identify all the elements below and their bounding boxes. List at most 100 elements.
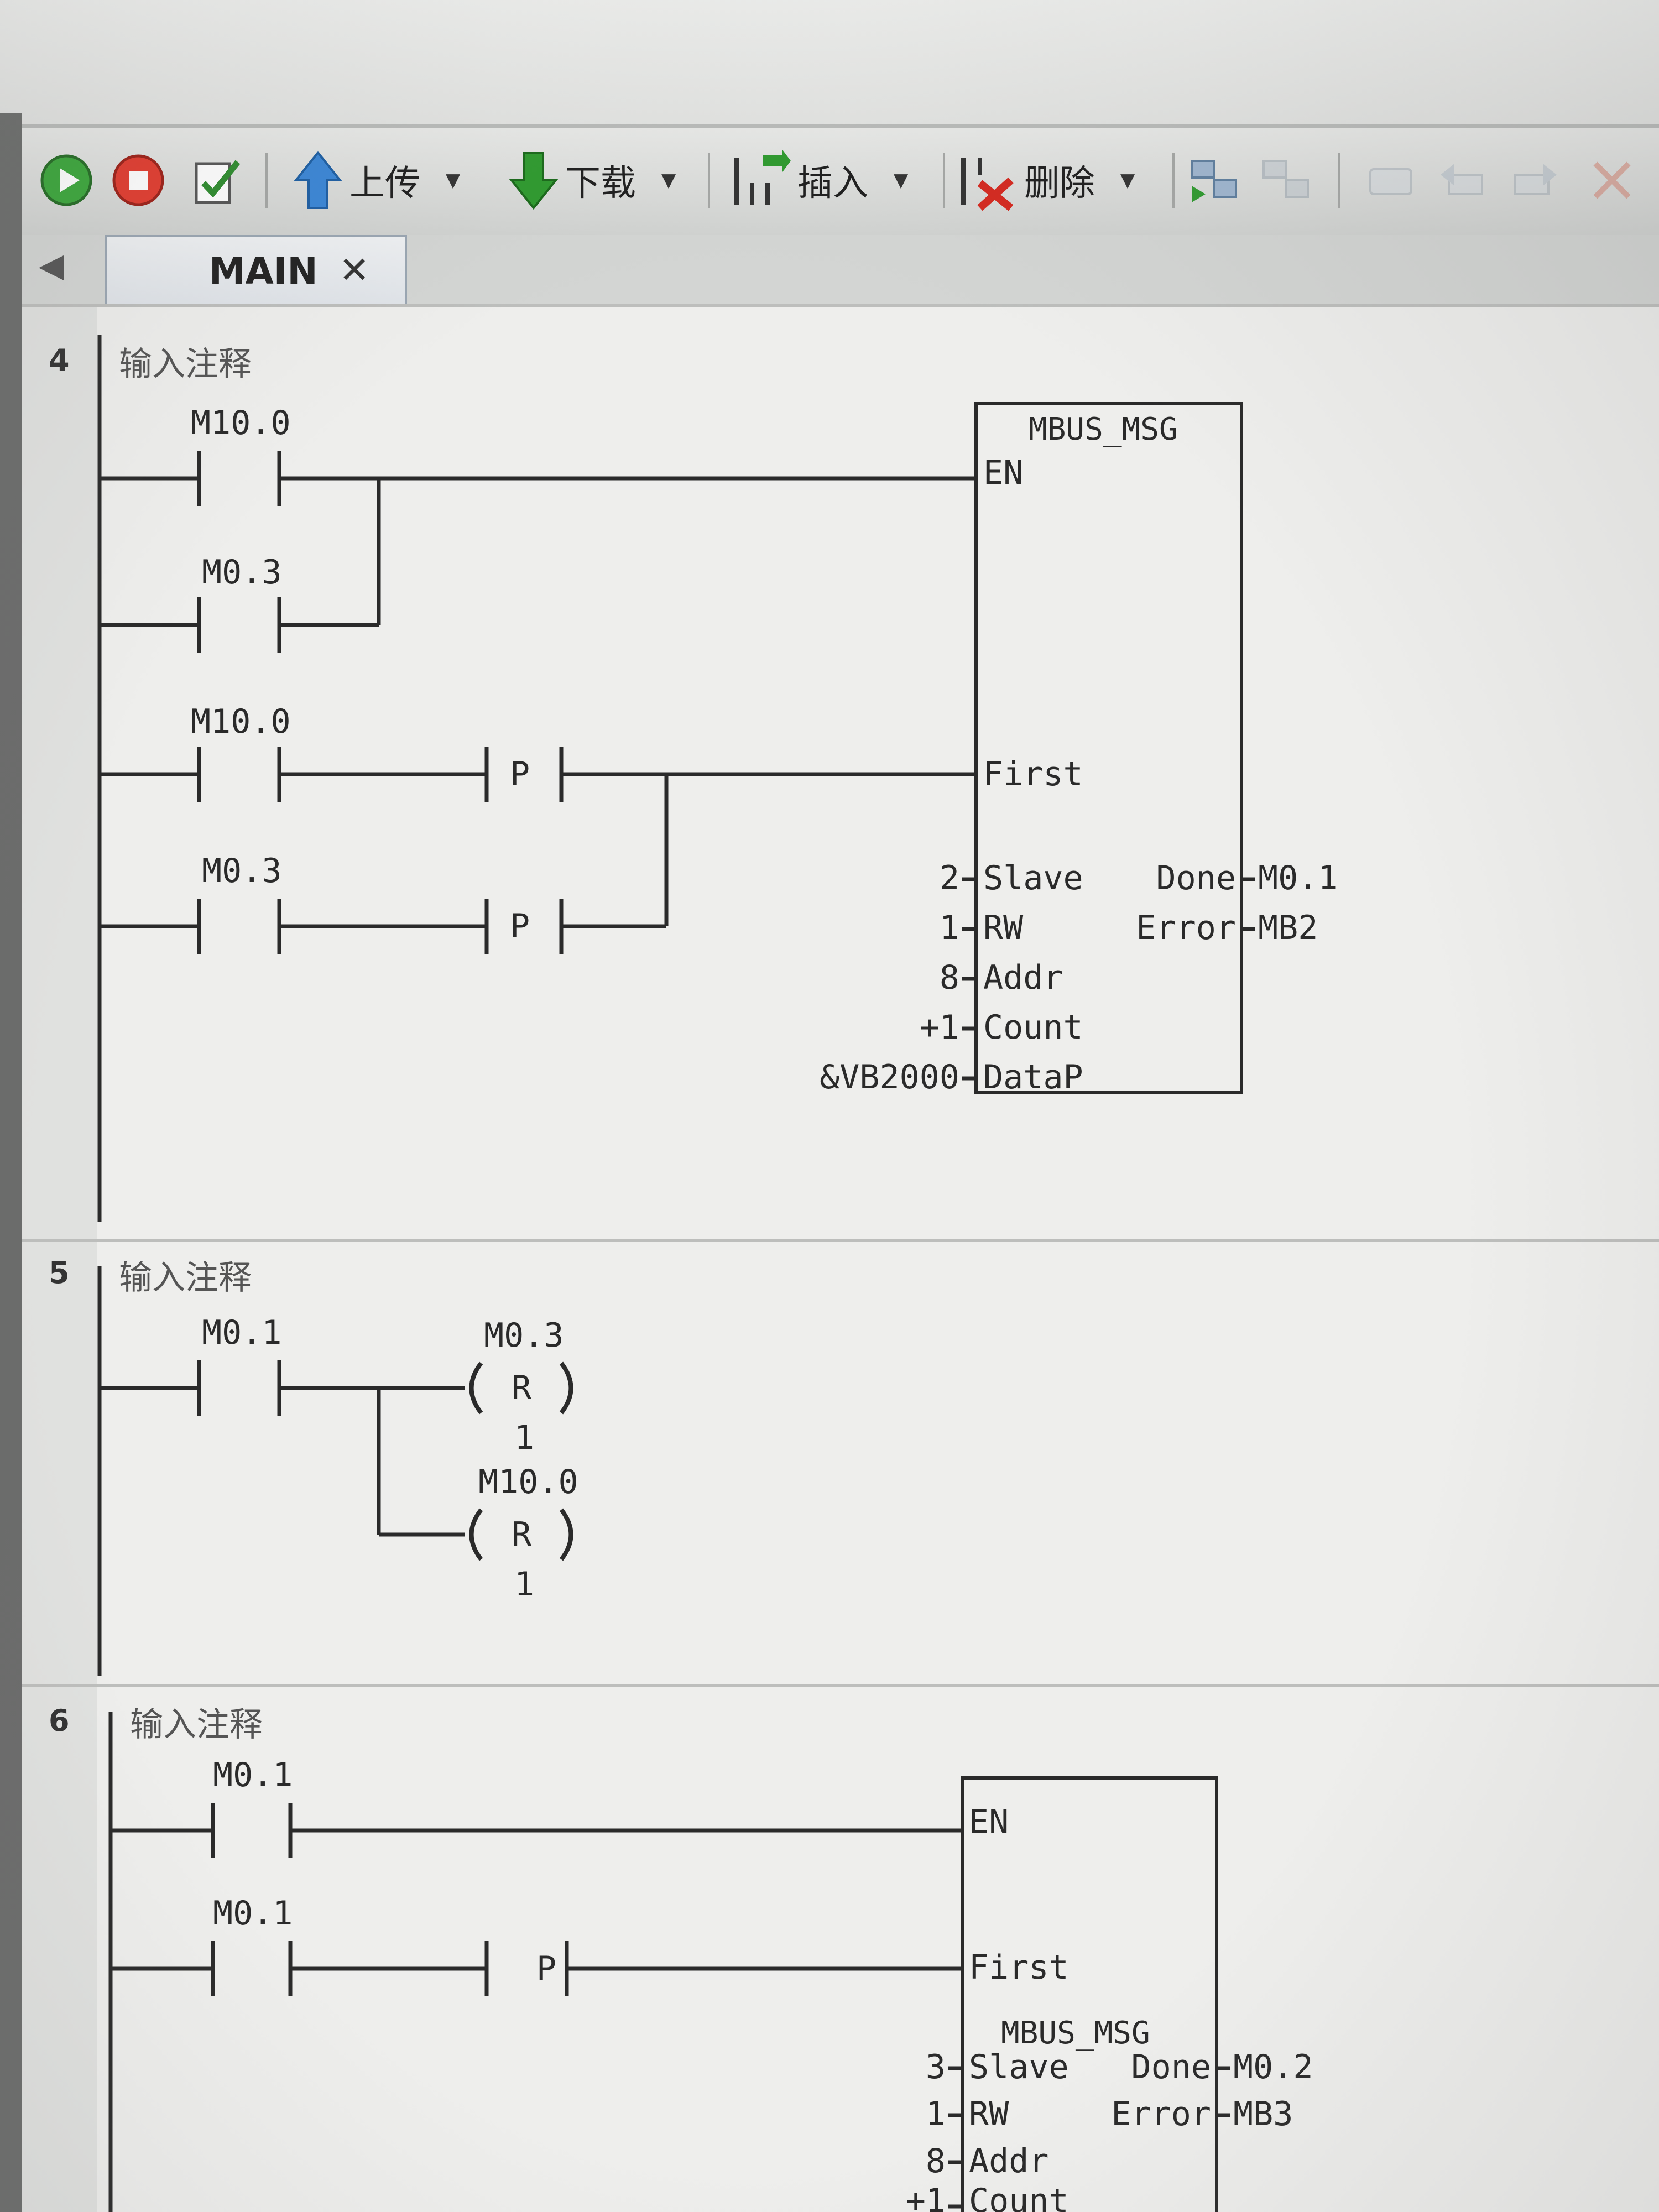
network-number[interactable]: 5 bbox=[49, 1255, 70, 1290]
block-output-value[interactable]: M0.2 bbox=[1233, 2048, 1313, 2086]
download-button[interactable]: 下载 ▼ bbox=[509, 147, 676, 213]
block-pin-label: RW bbox=[983, 909, 1024, 947]
contact-address[interactable]: M0.1 bbox=[213, 1894, 293, 1933]
block-input-value[interactable]: 8 bbox=[940, 958, 959, 997]
stop-icon bbox=[112, 154, 164, 206]
forward-icon[interactable] bbox=[1510, 155, 1559, 205]
download-arrow-icon bbox=[509, 152, 559, 210]
block-title: MBUS_MSG bbox=[1001, 2015, 1150, 2051]
toolbar: 上传 ▼ 下载 ▼ 插入 ▼ 删除 ▼ bbox=[22, 124, 1659, 241]
network-disabled-icon[interactable] bbox=[1261, 155, 1311, 205]
block-input-value[interactable]: 3 bbox=[926, 2048, 946, 2086]
network-number[interactable]: 6 bbox=[49, 1703, 70, 1738]
block-input-value[interactable]: +1 bbox=[906, 2182, 946, 2212]
block-pin-label: Addr bbox=[983, 958, 1063, 997]
block-output-label: Done bbox=[1156, 859, 1237, 898]
chevron-down-icon[interactable]: ▼ bbox=[446, 169, 461, 191]
edge-detector-label: P bbox=[510, 755, 530, 794]
window-icon[interactable] bbox=[1366, 155, 1416, 205]
network-gutter bbox=[22, 304, 97, 1244]
network-separator bbox=[22, 1239, 1659, 1242]
block-output-label: Error bbox=[1111, 2095, 1211, 2133]
block-pin-label: EN bbox=[969, 1803, 1009, 1841]
network-separator bbox=[22, 304, 1659, 307]
block-output-value[interactable]: M0.1 bbox=[1258, 859, 1338, 898]
coil-address[interactable]: M0.3 bbox=[484, 1316, 564, 1355]
coil-type: R bbox=[512, 1369, 532, 1407]
upload-label: 上传 bbox=[349, 163, 420, 204]
chevron-down-icon[interactable]: ▼ bbox=[894, 169, 909, 191]
contact-address[interactable]: M0.3 bbox=[202, 852, 282, 890]
insert-icon bbox=[734, 150, 791, 205]
run-button[interactable] bbox=[39, 147, 94, 213]
screen-background bbox=[0, 0, 1659, 127]
chevron-down-icon[interactable]: ▼ bbox=[661, 169, 676, 191]
block-pin-label: First bbox=[969, 1948, 1069, 1987]
block-pin-label: Count bbox=[983, 1008, 1083, 1047]
toolbar-separator bbox=[1172, 153, 1175, 208]
network-number[interactable]: 4 bbox=[49, 343, 70, 378]
block-input-value[interactable]: 2 bbox=[940, 859, 959, 898]
insert-label: 插入 bbox=[797, 163, 868, 204]
stop-button[interactable] bbox=[111, 147, 166, 213]
monitor-bezel bbox=[0, 113, 22, 2212]
block-pin-label: Slave bbox=[983, 859, 1083, 898]
tab-bar: ◀ MAIN ✕ bbox=[22, 235, 1659, 306]
coil-address[interactable]: M10.0 bbox=[478, 1463, 578, 1501]
block-output-value[interactable]: MB2 bbox=[1258, 909, 1318, 947]
network-icon[interactable] bbox=[1189, 155, 1239, 205]
insert-button[interactable]: 插入 ▼ bbox=[730, 147, 908, 213]
scroll-left-icon[interactable]: ◀ bbox=[39, 246, 65, 285]
toolbar-separator bbox=[708, 153, 710, 208]
back-icon[interactable] bbox=[1438, 155, 1488, 205]
delete-icon bbox=[961, 158, 1014, 211]
block-pin-label: RW bbox=[969, 2095, 1009, 2133]
network-comment[interactable]: 输入注释 bbox=[119, 345, 252, 384]
mbus-msg-block bbox=[961, 1776, 1218, 2212]
network-separator bbox=[22, 1684, 1659, 1687]
contact-address[interactable]: M0.3 bbox=[202, 553, 282, 592]
coil-count[interactable]: 1 bbox=[514, 1565, 534, 1604]
coil-count[interactable]: 1 bbox=[514, 1418, 534, 1457]
block-pin-label: EN bbox=[983, 453, 1023, 492]
ladder-editor[interactable]: 4 输入注释 5 输入注释 6 输入注释 bbox=[22, 304, 1659, 2212]
upload-arrow-icon bbox=[293, 150, 343, 209]
edge-detector-label: P bbox=[536, 1949, 556, 1988]
block-pin-label: DataP bbox=[983, 1058, 1083, 1097]
block-input-value[interactable]: &VB2000 bbox=[820, 1058, 959, 1097]
block-input-value[interactable]: 1 bbox=[940, 909, 959, 947]
chevron-down-icon[interactable]: ▼ bbox=[1120, 169, 1135, 191]
network-comment[interactable]: 输入注释 bbox=[130, 1705, 263, 1744]
block-output-label: Done bbox=[1131, 2048, 1212, 2086]
block-pin-label: First bbox=[983, 755, 1083, 794]
contact-address[interactable]: M0.1 bbox=[202, 1313, 282, 1352]
contact-address[interactable]: M10.0 bbox=[191, 702, 291, 741]
mbus-msg-block bbox=[974, 402, 1243, 1094]
tab-label: MAIN bbox=[209, 250, 318, 293]
block-output-label: Error bbox=[1136, 909, 1236, 947]
contact-address[interactable]: M0.1 bbox=[213, 1756, 293, 1794]
compile-icon bbox=[195, 160, 241, 204]
block-pin-label: Addr bbox=[969, 2142, 1049, 2180]
edge-detector-label: P bbox=[510, 907, 530, 946]
run-icon bbox=[40, 154, 92, 206]
toolbar-separator bbox=[1338, 153, 1340, 208]
block-input-value[interactable]: +1 bbox=[920, 1008, 959, 1047]
upload-button[interactable]: 上传 ▼ bbox=[293, 147, 460, 213]
tab-close-icon[interactable]: ✕ bbox=[339, 249, 370, 291]
tab-main[interactable]: MAIN ✕ bbox=[105, 235, 407, 306]
toolbar-separator bbox=[265, 153, 268, 208]
compile-button[interactable] bbox=[188, 147, 249, 213]
coil-type: R bbox=[512, 1515, 532, 1554]
block-input-value[interactable]: 1 bbox=[926, 2095, 946, 2133]
block-output-value[interactable]: MB3 bbox=[1233, 2095, 1293, 2133]
download-label: 下载 bbox=[565, 163, 636, 204]
close-icon[interactable] bbox=[1587, 155, 1637, 205]
delete-button[interactable]: 删除 ▼ bbox=[957, 147, 1135, 213]
block-input-value[interactable]: 8 bbox=[926, 2142, 946, 2180]
block-pin-label: Slave bbox=[969, 2048, 1069, 2086]
contact-address[interactable]: M10.0 bbox=[191, 404, 291, 442]
ladder-diagram: M10.0 M0.3 M10.0 M0.3 P P MBUS_MSG EN Fi… bbox=[97, 335, 1338, 2212]
network-comment[interactable]: 输入注释 bbox=[119, 1259, 252, 1297]
network-gutter bbox=[22, 1687, 97, 2212]
